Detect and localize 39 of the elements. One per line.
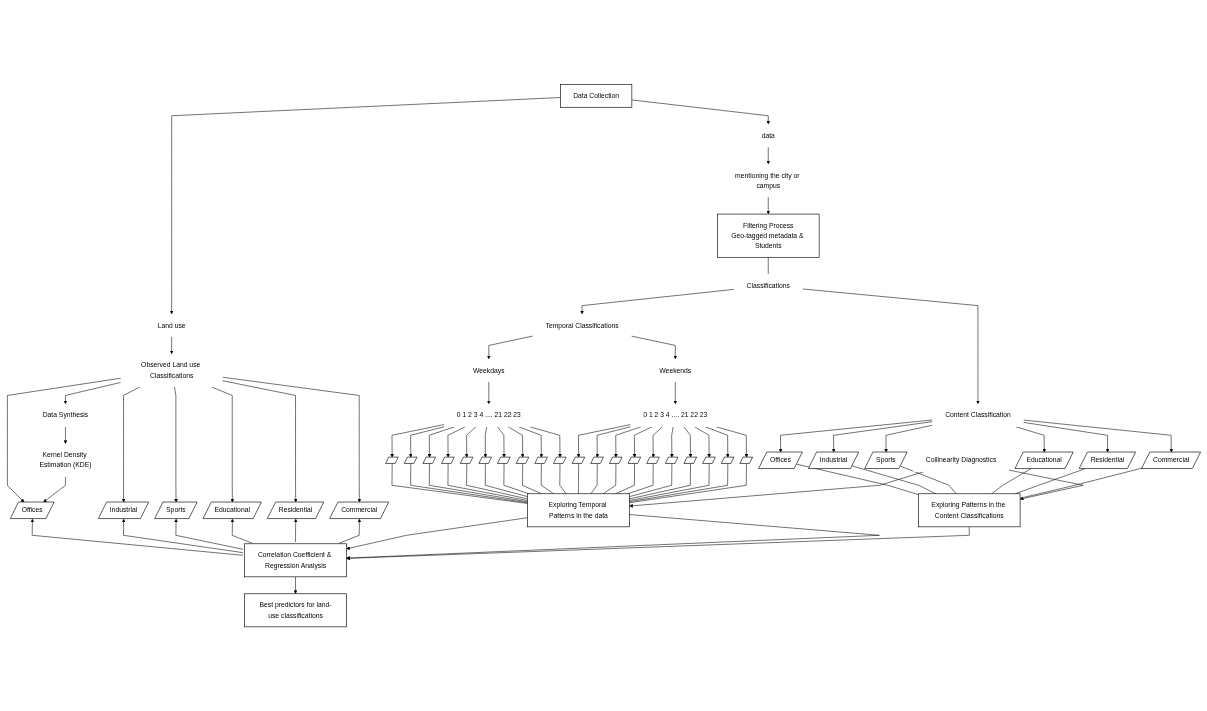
connector: [447, 463, 528, 501]
connector: [409, 463, 528, 503]
connector: [628, 463, 672, 497]
connector: [465, 463, 528, 500]
node-parallelogram: [552, 456, 566, 464]
node-parallelogram: [384, 456, 399, 464]
node-parallelogram: [608, 456, 622, 464]
connector: [577, 463, 579, 494]
connector: [559, 463, 566, 494]
node-parallelogram: [533, 456, 548, 464]
node-parallelogram: [589, 456, 604, 464]
node-parallelogram: [683, 456, 697, 464]
connector: [484, 463, 528, 497]
node-parallelogram: [515, 456, 529, 464]
connector: [428, 463, 528, 502]
node-parallelogram: [645, 456, 660, 464]
node-parallelogram: [720, 456, 734, 464]
node-parallelogram: [403, 456, 417, 464]
connector: [767, 256, 769, 275]
connector: [602, 463, 616, 494]
connector: [628, 463, 691, 500]
node-parallelogram: [664, 456, 678, 464]
node-parallelogram: [496, 456, 511, 464]
connector: [851, 465, 936, 494]
connector: [795, 463, 919, 495]
node-parallelogram: [701, 456, 716, 464]
node-parallelogram: [571, 456, 585, 464]
node-parallelogram: [440, 456, 455, 464]
node-parallelogram: [459, 456, 473, 464]
connector: [899, 465, 956, 494]
node-parallelogram: [739, 456, 753, 464]
connector: [391, 463, 528, 504]
node-parallelogram: [478, 456, 492, 464]
connector: [628, 463, 709, 501]
node-parallelogram: [627, 456, 641, 464]
node-parallelogram: [422, 456, 436, 464]
connector: [628, 463, 747, 503]
connector: [628, 463, 728, 502]
connector: [1019, 467, 1142, 499]
